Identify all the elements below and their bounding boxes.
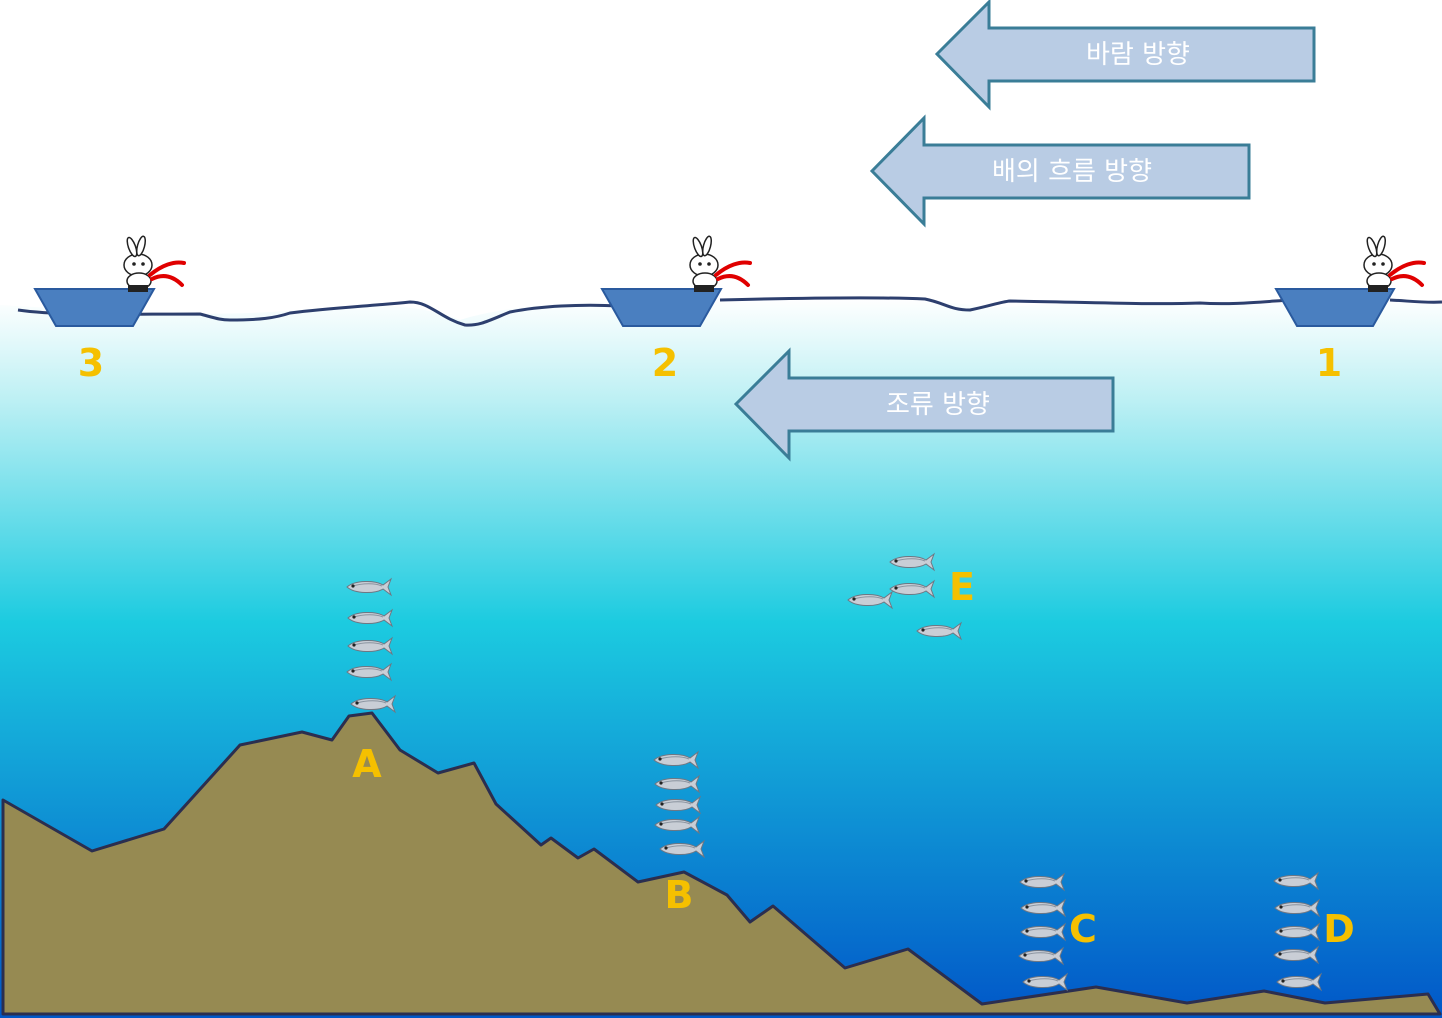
boat-3-number: 3 xyxy=(78,341,104,385)
drift-direction-label: 배의 흐름 방향 xyxy=(992,157,1152,187)
boat-3: 3 xyxy=(33,233,186,385)
boat-2: 2 xyxy=(600,233,752,385)
point-a-label: A xyxy=(352,742,382,786)
wind-direction-label: 바람 방향 xyxy=(1086,40,1190,70)
boat-2-number: 2 xyxy=(652,341,678,385)
fish-school-c: C xyxy=(1018,873,1097,991)
point-c-label: C xyxy=(1069,907,1097,951)
seabed xyxy=(1,711,1442,1016)
boat-icon xyxy=(33,288,156,327)
point-e-label: E xyxy=(949,565,975,609)
wind-direction-arrow: 바람 방향 xyxy=(934,0,1316,111)
boat-icon xyxy=(1274,288,1396,327)
tide-direction-label: 조류 방향 xyxy=(886,390,990,420)
rabbit-angler-icon xyxy=(122,233,186,294)
fish-school-e: E xyxy=(847,553,975,640)
fish-school-d: D xyxy=(1273,872,1355,991)
fish-school-a: A xyxy=(346,578,396,786)
rabbit-angler-icon xyxy=(688,233,752,294)
boat-icon xyxy=(600,288,723,327)
boat-1: 1 xyxy=(1274,233,1426,385)
point-b-label: B xyxy=(665,873,694,917)
sea-surface-line xyxy=(17,296,1442,327)
boat-1-number: 1 xyxy=(1316,341,1342,385)
point-d-label: D xyxy=(1323,907,1355,951)
rabbit-angler-icon xyxy=(1362,233,1426,294)
tide-direction-arrow: 조류 방향 xyxy=(733,347,1115,462)
fish-school-b: B xyxy=(653,751,705,917)
drift-direction-arrow: 배의 흐름 방향 xyxy=(869,114,1251,228)
